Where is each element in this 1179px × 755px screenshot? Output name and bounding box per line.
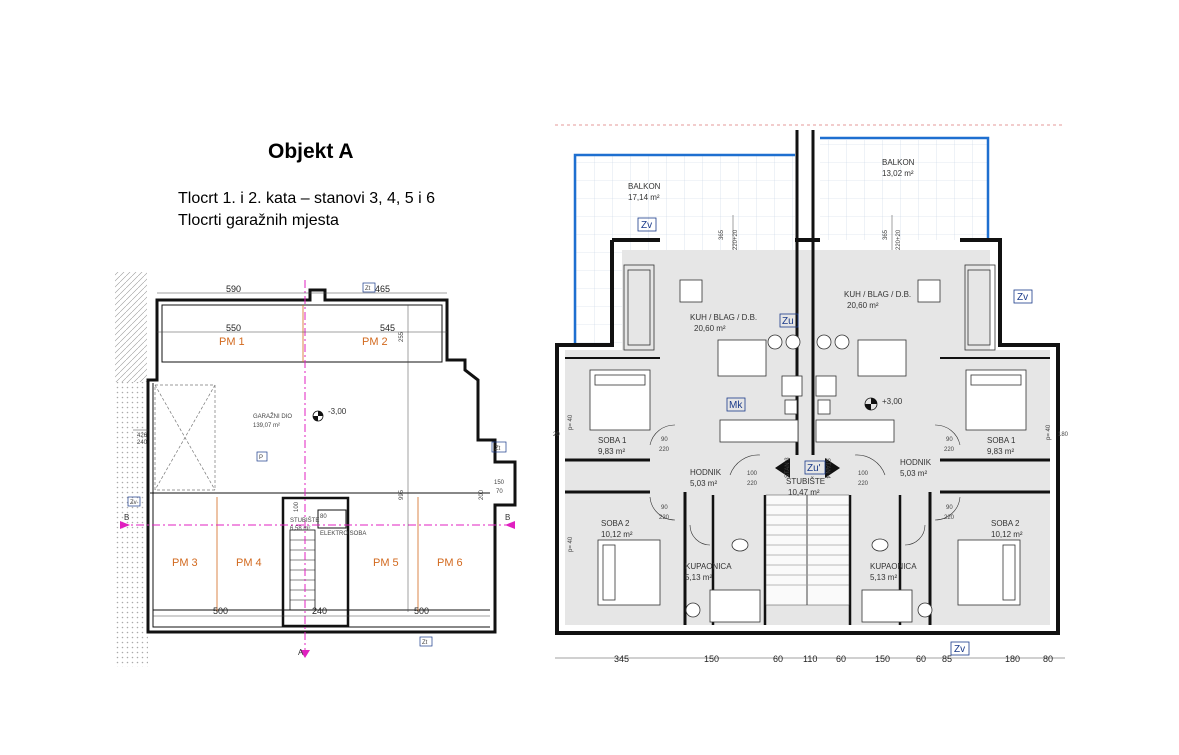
section-b-right: B [505, 513, 510, 522]
garage-walls [146, 288, 517, 634]
parking-sign: P [259, 455, 263, 461]
dim-500a: 500 [213, 606, 228, 616]
dim-150: 150 [494, 480, 505, 486]
garage-dimensions: 590 465 550 545 500 240 500 995 255 150 … [137, 284, 505, 616]
dim-240b: 240 [137, 440, 148, 446]
dim-995: 995 [399, 489, 405, 500]
dim-545: 545 [380, 323, 395, 333]
zt-tag-top: Zt [365, 286, 371, 292]
dim-80: 80 [320, 514, 327, 520]
zv-tag-left: Zv [130, 500, 137, 506]
section-b-left: B [124, 513, 129, 522]
pm6-label: PM 6 [437, 557, 463, 569]
page-title: Objekt A [268, 140, 354, 163]
dim-465: 465 [375, 284, 390, 294]
subtitle-parking: Tlocrti garažnih mjesta [178, 212, 339, 229]
pm4-label: PM 4 [236, 557, 262, 569]
dim-70: 70 [496, 489, 503, 495]
garage-stair-core [281, 496, 350, 628]
garage-level: -3,00 [328, 407, 347, 416]
garage-room-name: GARAŽNI DIO [253, 412, 292, 420]
dim-255: 255 [399, 331, 405, 342]
subtitle-floors: Tlocrt 1. i 2. kata – stanovi 3, 4, 5 i … [178, 190, 436, 207]
pm1-label: PM 1 [219, 336, 245, 348]
zt-tag-bottom: Zt [422, 640, 428, 646]
dim-426: 426 [137, 433, 148, 439]
pm2-label: PM 2 [362, 336, 388, 348]
garage-stair-label: STUBIŠTE [290, 517, 319, 524]
pm3-label: PM 3 [172, 557, 198, 569]
section-a-bottom: A [298, 648, 304, 657]
dim-590: 590 [226, 284, 241, 294]
elektro-label: ELEKTRO SOBA [320, 531, 366, 537]
garage-stair-area: 6,58 m² [290, 526, 310, 532]
dim-240: 240 [312, 606, 327, 616]
level-marker-icon [312, 410, 324, 422]
dim-100: 100 [294, 501, 300, 512]
dim-200: 200 [479, 489, 485, 500]
pm5-label: PM 5 [373, 557, 399, 569]
dim-500b: 500 [414, 606, 429, 616]
zt-tag-right: Zt [495, 446, 501, 452]
garage-room-area: 139,07 m² [253, 423, 280, 429]
dim-550: 550 [226, 323, 241, 333]
